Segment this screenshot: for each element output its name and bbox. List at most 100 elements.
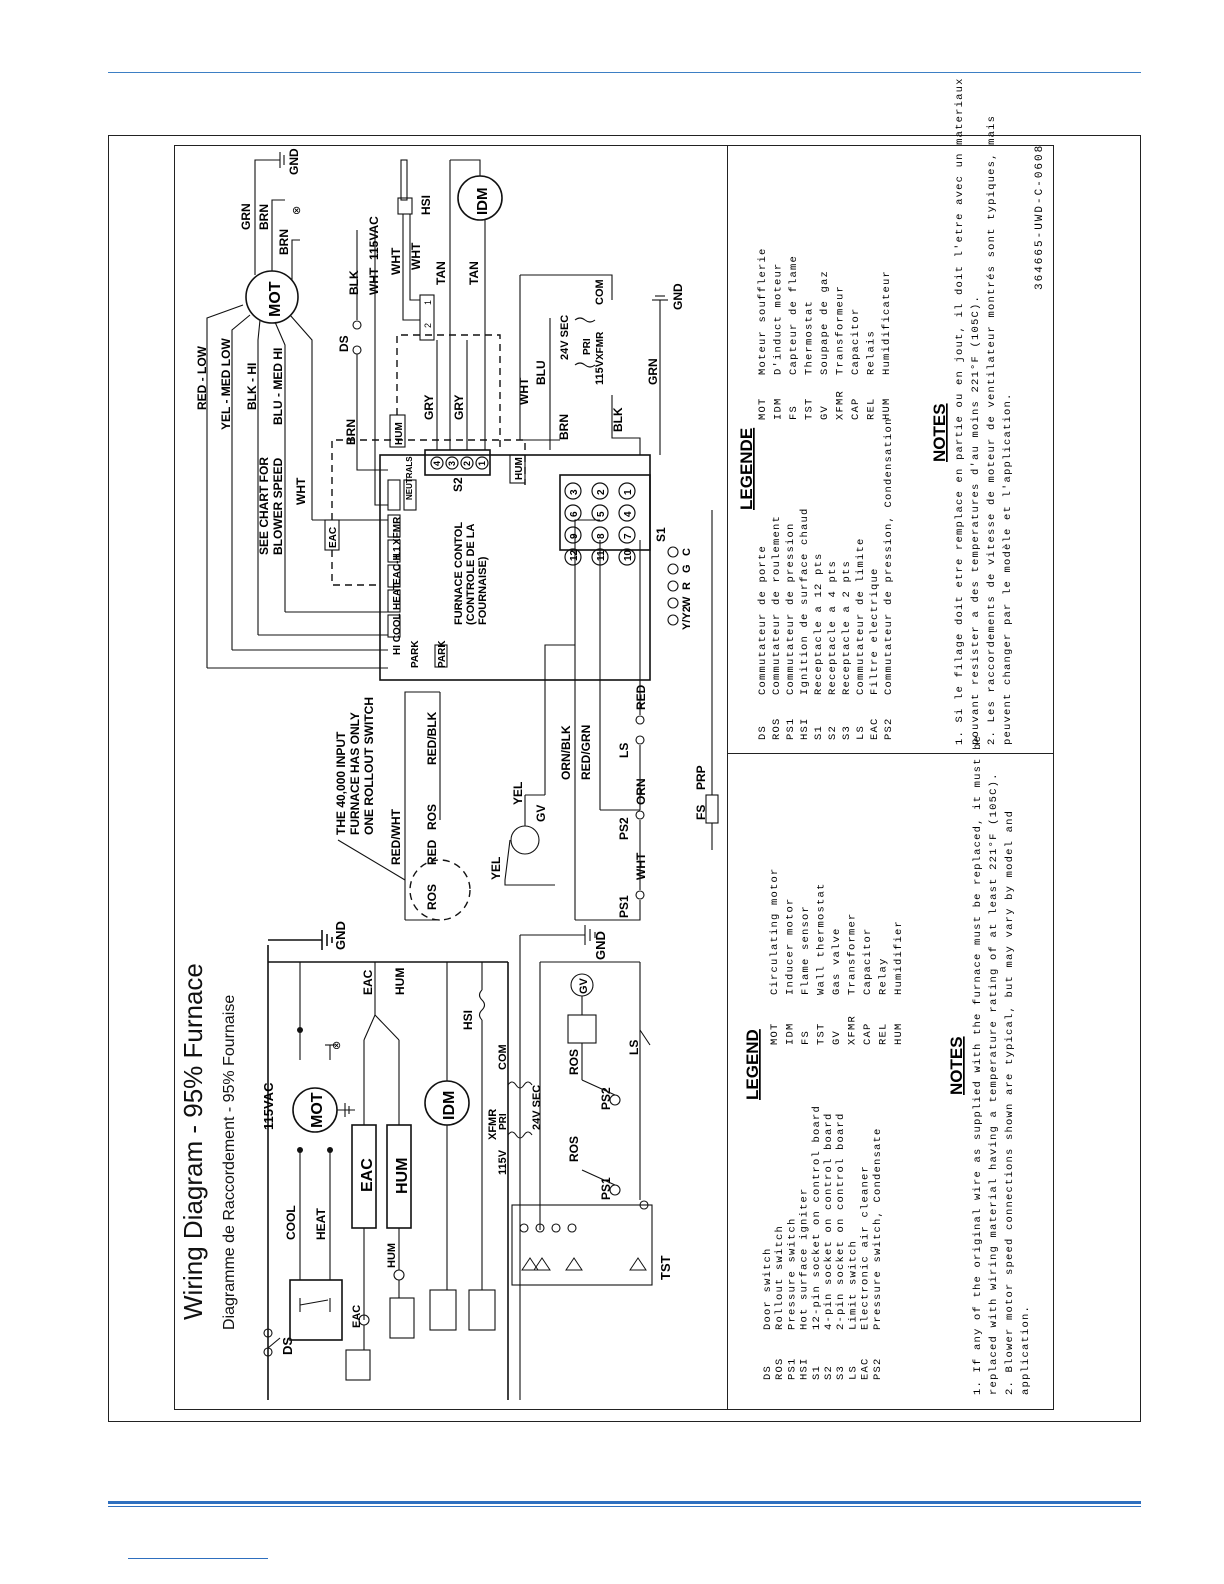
sch-red-blk-label: RED/BLK bbox=[425, 711, 439, 765]
sch-grn-label: GRN bbox=[239, 203, 253, 230]
legende-code: REL bbox=[866, 397, 878, 420]
wire-red-low: RED - LOW bbox=[195, 345, 209, 410]
legend-code: DS bbox=[762, 1365, 774, 1380]
legende-notes-title: NOTES bbox=[930, 403, 949, 462]
ladder-hum-label: HUM bbox=[394, 1158, 411, 1194]
s1-pin-number: 11 bbox=[596, 550, 607, 561]
legend-desc: Hot surface igniter bbox=[799, 1187, 811, 1330]
s1-pin-number: 12 bbox=[569, 549, 580, 561]
sch-gry1-label: GRY bbox=[422, 394, 436, 420]
footer-rule-thin bbox=[108, 1506, 1141, 1507]
legende-desc: Commutateur de pression bbox=[785, 522, 797, 695]
sch-ros-label1: ROS bbox=[425, 884, 439, 910]
sch-com-label: COM bbox=[594, 279, 606, 305]
sch-ros-label2: ROS bbox=[425, 804, 439, 830]
legend-code: FS bbox=[800, 1030, 812, 1045]
s2-pin-number: 3 bbox=[447, 461, 457, 466]
legend-note-line: 1. If any of the original wire as suppli… bbox=[972, 735, 984, 1395]
legende-desc: Receptacle a 2 pts bbox=[841, 560, 853, 695]
legende-code: LS bbox=[855, 725, 867, 740]
legend-note-line: replaced with wiring material having a t… bbox=[988, 772, 1000, 1395]
legend-code: IDM bbox=[785, 1022, 797, 1045]
s1-label: S1 bbox=[654, 527, 668, 542]
legende-desc: Thermostat bbox=[804, 300, 816, 375]
legend-code: XFMR bbox=[847, 1015, 859, 1045]
legend-desc: Gas valve bbox=[831, 927, 843, 995]
sch-grn-low-label: GRN bbox=[646, 358, 660, 385]
s1-pin-number: 10 bbox=[623, 549, 634, 561]
legende-desc: Commutateur de pression, Condensation bbox=[883, 417, 895, 695]
legende-code: S1 bbox=[813, 725, 825, 740]
ladder-idm-label: IDM bbox=[441, 1091, 458, 1120]
ladder-hsi-label: HSI bbox=[461, 1010, 475, 1030]
see-chart-1: SEE CHART FOR bbox=[257, 457, 271, 555]
s1-pin bbox=[591, 482, 609, 500]
legende-desc: Soupape de gaz bbox=[819, 270, 831, 375]
ladder-115vac-label: 115VAC bbox=[261, 1082, 276, 1130]
terminal-eac-h: EAC-H bbox=[392, 553, 403, 585]
legend-desc: Pressure switch bbox=[786, 1217, 798, 1330]
legende-desc: Humidificateur bbox=[881, 270, 893, 375]
sch-gnd-label: GND bbox=[287, 148, 301, 175]
legend-desc: Door switch bbox=[762, 1247, 774, 1330]
stat-r: R bbox=[681, 582, 693, 590]
sch-wht-115-label: WHT bbox=[367, 267, 381, 295]
sch-ps2-label: PS2 bbox=[617, 817, 631, 840]
s2-pin bbox=[445, 456, 459, 470]
s2-label: S2 bbox=[451, 477, 465, 492]
legende-note-line: 2. Les raccordements de vitesse de moteu… bbox=[986, 115, 998, 745]
s1-pin bbox=[618, 504, 636, 522]
sch-ls-label: LS bbox=[617, 743, 631, 758]
legend-desc: 12-pin socket on control board bbox=[811, 1105, 823, 1330]
legend-code: S3 bbox=[835, 1365, 847, 1380]
ladder-heat-label: HEAT bbox=[314, 1208, 328, 1240]
legend-title: LEGEND bbox=[743, 1029, 762, 1100]
legend-desc: 2-pin socket on control board bbox=[835, 1112, 847, 1330]
sch-brn-mid-label: BRN bbox=[344, 419, 358, 445]
legende-note-line: 1. Si le filage doit etre remplace en pa… bbox=[954, 77, 966, 745]
sch-gry2-label: GRY bbox=[452, 394, 466, 420]
ladder-gnd2-label: GND bbox=[593, 931, 608, 960]
s2-pin bbox=[475, 456, 489, 470]
sch-gnd-low-label: GND bbox=[671, 283, 685, 310]
stat-g: G bbox=[681, 564, 693, 573]
legende-code: XFMR bbox=[835, 390, 847, 420]
s1-pin bbox=[564, 504, 582, 522]
sch-prp-label: PRP bbox=[694, 765, 708, 790]
legend-desc: Humidifier bbox=[893, 920, 905, 995]
sch-ds-label: DS bbox=[337, 335, 351, 352]
sch-hum-box: HUM bbox=[394, 422, 405, 445]
legende-desc: D'induct moteur bbox=[773, 262, 785, 375]
sch-brn1-label: BRN bbox=[257, 204, 271, 230]
s1-pin-number: 6 bbox=[569, 511, 580, 517]
s1-pin-number: 3 bbox=[569, 489, 580, 495]
legend-code: HUM bbox=[893, 1022, 905, 1045]
legend-desc: Wall thermostat bbox=[816, 882, 828, 995]
legend-desc: Flame sensor bbox=[800, 905, 812, 995]
ladder-tst-label: TST bbox=[658, 1255, 673, 1280]
rollout-note-2: FURNACE HAS ONLY bbox=[348, 712, 362, 835]
legend-code: PS2 bbox=[872, 1357, 884, 1380]
legende-code: ROS bbox=[771, 717, 783, 740]
sch-wht-mid-label: WHT bbox=[517, 377, 531, 405]
legend-desc: Inducer motor bbox=[785, 897, 797, 995]
terminal-park-1: PARK bbox=[410, 640, 421, 668]
legend-code: EAC bbox=[860, 1357, 872, 1380]
ladder-mot-label: MOT bbox=[309, 1092, 326, 1128]
stat-y: Y/Y2 bbox=[681, 606, 693, 630]
ladder-pri-label: PRI bbox=[498, 1113, 509, 1130]
legend-desc: Circulating motor bbox=[769, 867, 781, 995]
sch-tan1-label: TAN bbox=[434, 261, 448, 285]
sch-ps1-label: PS1 bbox=[617, 895, 631, 918]
ladder-24vsec-label: 24V SEC bbox=[531, 1085, 543, 1130]
legend-divider bbox=[727, 145, 728, 1410]
sch-yel-label: YEL bbox=[489, 857, 503, 880]
legende-desc: Filtre electrique bbox=[869, 567, 881, 695]
sch-xfmr-label: XFMR bbox=[595, 331, 606, 360]
legende-code: FS bbox=[788, 405, 800, 420]
legende-desc: Moteur soufflerie bbox=[757, 247, 769, 375]
svg-text:⊗: ⊗ bbox=[331, 1041, 343, 1050]
